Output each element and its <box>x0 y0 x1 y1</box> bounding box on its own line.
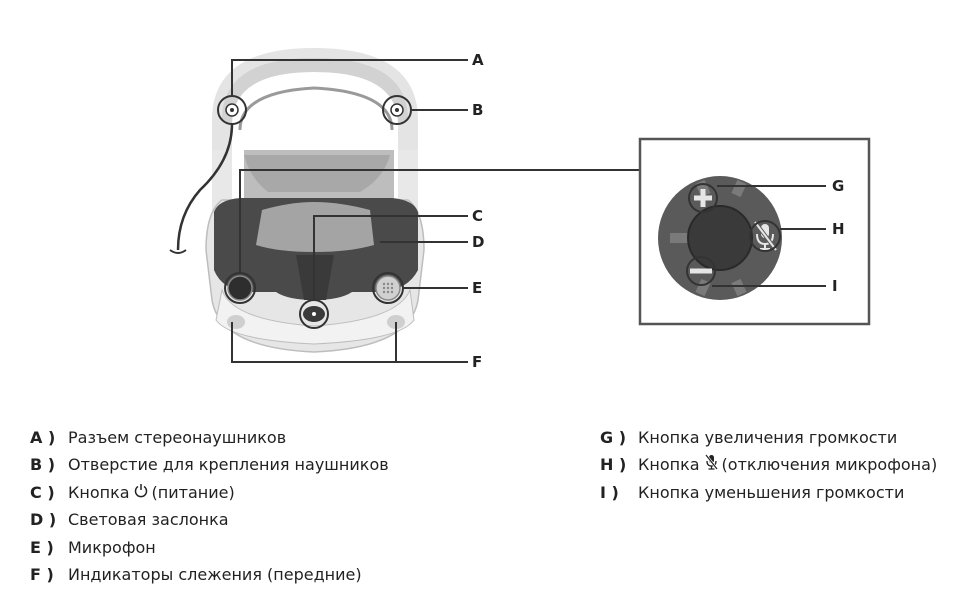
legend-item-e: E ) Микрофон <box>30 534 389 561</box>
legend-item-a: A ) Разъем стереонаушников <box>30 424 389 451</box>
legend-key: F ) <box>30 565 54 585</box>
mic-mute-icon <box>753 220 778 252</box>
legend-text: Отверстие для крепления наушников <box>68 455 389 475</box>
legend-item-d: D ) Световая заслонка <box>30 506 389 533</box>
legend-text-before: Кнопка <box>638 455 700 475</box>
callout-g: G <box>832 177 844 195</box>
mic-mute-icon <box>704 451 718 478</box>
legend-text: Кнопка (питание) <box>68 479 235 506</box>
legend-text: Кнопка увеличения громкости <box>638 428 898 447</box>
callout-e: E <box>472 279 482 297</box>
legend-key: C ) <box>30 482 55 502</box>
legend-key: E ) <box>30 537 54 557</box>
legend-item-b: B ) Отверстие для крепления наушников <box>30 451 389 478</box>
legend-text-after: (отключения микрофона) <box>721 455 938 475</box>
legend-text: Кнопка уменьшения громкости <box>638 482 905 502</box>
callout-f: F <box>472 353 482 371</box>
legend-text-before: Кнопка <box>68 482 130 502</box>
callout-lines <box>217 59 640 363</box>
legend-item-g: G ) Кнопка увеличения громкости <box>600 424 937 451</box>
vr-headset-diagram: A B C D E F G H I <box>169 48 871 371</box>
legend-key: G ) <box>600 428 627 447</box>
callout-c: C <box>472 207 483 225</box>
callout-i: I <box>832 277 838 295</box>
legend-key: D ) <box>30 510 57 530</box>
power-icon <box>134 479 148 506</box>
headset-illustration <box>169 48 425 353</box>
legend-text: Кнопка (отключения микрофона) <box>638 451 937 478</box>
legend-text: Индикаторы слежения (передние) <box>68 565 362 585</box>
legend-key: H ) <box>600 455 627 475</box>
legend-text-after: (питание) <box>151 482 235 502</box>
legend-text: Световая заслонка <box>68 510 229 530</box>
legend-right: G ) Кнопка увеличения громкости H ) Кноп… <box>600 424 937 506</box>
legend-text: Разъем стереонаушников <box>68 428 287 447</box>
legend-item-f: F ) Индикаторы слежения (передние) <box>30 561 389 588</box>
legend-key: A ) <box>30 428 56 447</box>
callout-a: A <box>472 51 484 69</box>
control-panel-inset <box>638 137 871 326</box>
callout-d: D <box>472 233 484 251</box>
legend-text: Микрофон <box>68 537 156 557</box>
legend-left: A ) Разъем стереонаушников B ) Отверстие… <box>30 424 389 588</box>
legend-key: B ) <box>30 455 56 475</box>
callout-b: B <box>472 101 483 119</box>
callout-h: H <box>832 220 845 238</box>
legend-item-i: I ) Кнопка уменьшения громкости <box>600 479 937 506</box>
legend-item-c: C ) Кнопка (питание) <box>30 479 389 506</box>
legend-key: I ) <box>600 482 619 502</box>
legend-item-h: H ) Кнопка (отключения микрофона) <box>600 451 937 478</box>
